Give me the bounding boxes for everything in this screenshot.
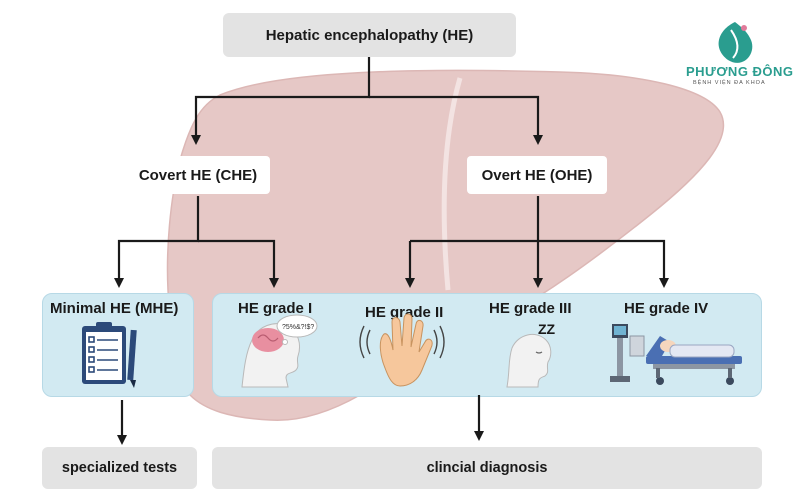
arrow-title-to-overt bbox=[369, 95, 543, 145]
grade-3-label: HE grade III bbox=[489, 300, 572, 317]
thought-bubble-text: ?5%&?!$? bbox=[282, 324, 314, 331]
overt-he-box: Overt HE (OHE) bbox=[467, 156, 607, 194]
arrow-title-to-covert bbox=[191, 57, 371, 145]
logo-subtitle: BỆNH VIỆN ĐA KHOA bbox=[693, 80, 766, 86]
sleep-zz-text: ZZ bbox=[538, 321, 556, 337]
shaking-hand-icon bbox=[359, 313, 445, 387]
thought-bubble-icon bbox=[276, 314, 318, 345]
sleeping-head-icon bbox=[506, 333, 552, 388]
clinical-diagnosis-box: clincial diagnosis bbox=[212, 447, 762, 489]
arrow-covert-to-grade1 bbox=[198, 239, 279, 288]
grade-1-label: HE grade I bbox=[238, 300, 313, 317]
leaf-icon bbox=[718, 22, 753, 63]
grade-2-label: HE grade II bbox=[365, 304, 444, 321]
hospital-bed-icon bbox=[646, 336, 742, 385]
grade-4-label: HE grade IV bbox=[624, 300, 709, 317]
arrow-covert-to-mhe bbox=[114, 196, 200, 288]
title-box: Hepatic encephalopathy (HE) bbox=[223, 13, 516, 57]
covert-he-box: Covert HE (CHE) bbox=[126, 156, 270, 194]
hospital-monitor-icon bbox=[610, 324, 645, 382]
grade-mhe-label: Minimal HE (MHE) bbox=[50, 300, 179, 317]
logo-name: PHƯƠNG ĐÔNG bbox=[686, 64, 794, 79]
arrow-overt-bar bbox=[410, 239, 669, 288]
specialized-tests-box: specialized tests bbox=[42, 447, 197, 489]
clipboard-icon bbox=[82, 322, 137, 388]
